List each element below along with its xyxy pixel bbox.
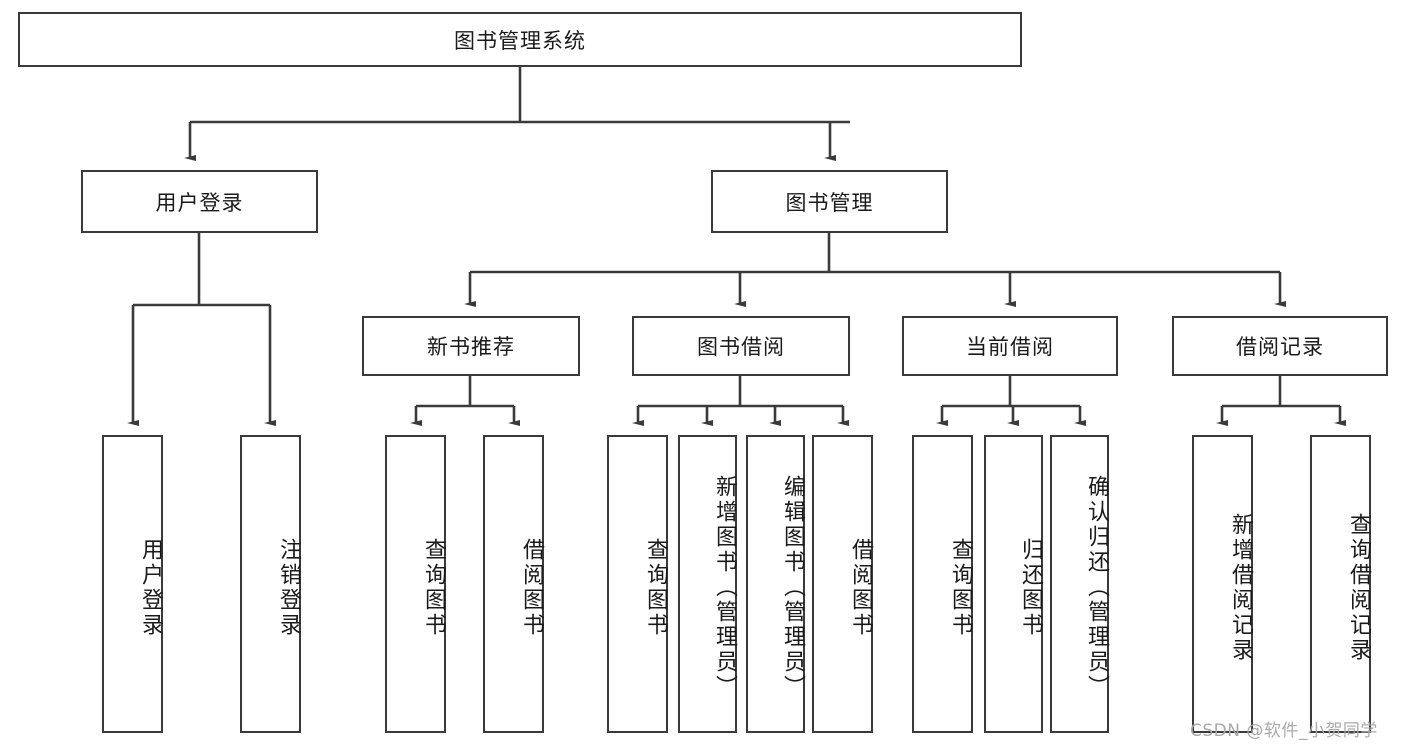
- node-book-manage-label: 图书管理: [785, 190, 874, 215]
- node-borrow-record-label: 借阅记录: [1236, 335, 1324, 359]
- node-leaf-return-book-label: 归还图书: [1018, 538, 1043, 638]
- node-root-label: 图书管理系统: [454, 28, 586, 53]
- node-leaf-confirm-return[interactable]: 确认归还（管理员）: [1050, 435, 1109, 733]
- node-leaf-add-record[interactable]: 新增借阅记录: [1192, 435, 1253, 733]
- edge-group-root: [184, 67, 850, 161]
- node-user-login[interactable]: 用户登录: [81, 170, 318, 233]
- node-new-book-recommend-label: 新书推荐: [427, 335, 515, 359]
- edge-group-book-manage: [464, 233, 1286, 307]
- node-leaf-borrow-book-1-label: 借阅图书: [519, 538, 544, 638]
- node-leaf-user-login-label: 用户登录: [138, 538, 163, 638]
- node-leaf-query-book-2-label: 查询图书: [643, 538, 668, 638]
- node-leaf-query-record-label: 查询借阅记录: [1346, 513, 1371, 663]
- watermark: CSDN @软件_小贺同学: [1190, 721, 1378, 741]
- edge-group-new-book-recommend: [410, 376, 520, 426]
- node-leaf-query-book-1-label: 查询图书: [421, 538, 446, 638]
- node-book-borrow-label: 图书借阅: [697, 335, 785, 359]
- node-leaf-query-record[interactable]: 查询借阅记录: [1310, 435, 1371, 733]
- node-root[interactable]: 图书管理系统: [18, 12, 1022, 67]
- node-current-borrow-label: 当前借阅: [966, 335, 1054, 359]
- node-book-borrow[interactable]: 图书借阅: [632, 316, 850, 376]
- node-book-manage[interactable]: 图书管理: [711, 170, 948, 233]
- edge-group-current-borrow: [936, 376, 1086, 426]
- node-leaf-user-logout[interactable]: 注销登录: [240, 435, 301, 733]
- edge-group-user-login: [127, 233, 276, 426]
- node-user-login-label: 用户登录: [155, 190, 244, 215]
- node-leaf-borrow-book-2[interactable]: 借阅图书: [812, 435, 873, 733]
- node-leaf-return-book[interactable]: 归还图书: [984, 435, 1043, 733]
- node-current-borrow[interactable]: 当前借阅: [902, 316, 1118, 376]
- node-leaf-query-book-2[interactable]: 查询图书: [607, 435, 668, 733]
- node-leaf-add-book-label: 新增图书（管理员）: [712, 474, 737, 700]
- node-leaf-edit-book-label: 编辑图书（管理员）: [780, 474, 805, 700]
- node-leaf-borrow-book-2-label: 借阅图书: [848, 538, 873, 638]
- node-new-book-recommend[interactable]: 新书推荐: [362, 316, 580, 376]
- node-leaf-query-book-1[interactable]: 查询图书: [385, 435, 446, 733]
- node-leaf-add-book[interactable]: 新增图书（管理员）: [678, 435, 737, 733]
- node-leaf-user-logout-label: 注销登录: [276, 538, 301, 638]
- node-leaf-query-book-3-label: 查询图书: [948, 538, 973, 638]
- edge-group-borrow-record: [1216, 376, 1346, 426]
- node-leaf-edit-book[interactable]: 编辑图书（管理员）: [746, 435, 805, 733]
- node-leaf-borrow-book-1[interactable]: 借阅图书: [483, 435, 544, 733]
- node-leaf-confirm-return-label: 确认归还（管理员）: [1084, 474, 1109, 700]
- node-leaf-query-book-3[interactable]: 查询图书: [912, 435, 973, 733]
- node-leaf-user-login[interactable]: 用户登录: [102, 435, 163, 733]
- node-leaf-add-record-label: 新增借阅记录: [1228, 513, 1253, 663]
- edge-group-book-borrow: [632, 376, 849, 426]
- node-borrow-record[interactable]: 借阅记录: [1172, 316, 1388, 376]
